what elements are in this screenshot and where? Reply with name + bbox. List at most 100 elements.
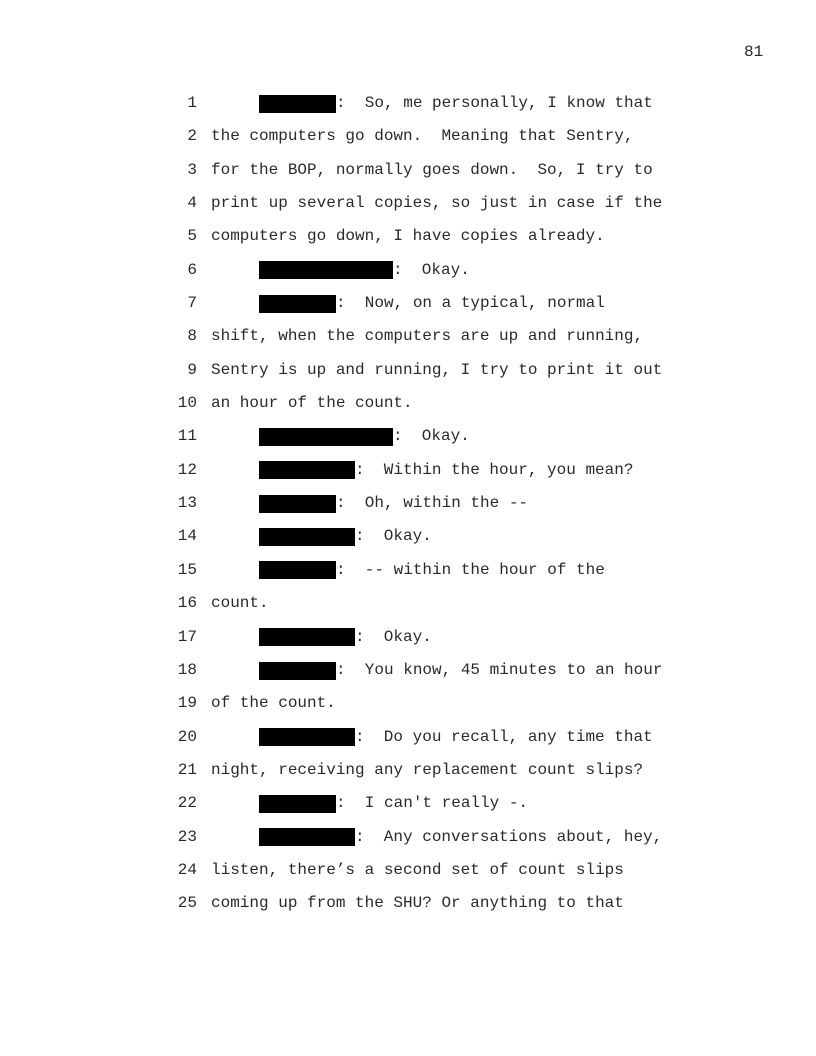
line-number: 4 xyxy=(187,194,197,213)
line-number: 9 xyxy=(187,360,197,379)
line-text: : Do you recall, any time that xyxy=(355,727,653,746)
speaker-line: : You know, 45 minutes to an hour xyxy=(259,654,662,687)
speaker-line: : Okay. xyxy=(259,621,432,654)
transcript-line: 5 computers go down, I have copies alread… xyxy=(0,220,816,253)
transcript-body: 1 : So, me personally, I know that 2 the co… xyxy=(0,87,816,921)
redacted-speaker-name xyxy=(259,461,355,480)
line-number: 6 xyxy=(187,260,197,279)
line-number: 12 xyxy=(177,460,197,479)
line-number: 14 xyxy=(177,527,197,546)
line-text: of the count. xyxy=(211,694,336,713)
transcript-line: 6 : Okay. xyxy=(0,254,816,287)
speaker-line: : Okay. xyxy=(259,520,432,553)
redacted-speaker-name xyxy=(259,561,336,580)
line-number: 24 xyxy=(177,860,197,879)
line-number: 15 xyxy=(177,560,197,579)
line-text: : Okay. xyxy=(355,527,432,546)
line-number: 13 xyxy=(177,494,197,513)
line-number: 11 xyxy=(177,427,197,446)
line-text: : -- within the hour of the xyxy=(336,560,605,579)
line-text: count. xyxy=(211,594,269,613)
line-number: 7 xyxy=(187,294,197,313)
redacted-speaker-name xyxy=(259,628,355,647)
line-number: 8 xyxy=(187,327,197,346)
redacted-speaker-name xyxy=(259,661,336,680)
speaker-line: : Do you recall, any time that xyxy=(259,721,653,754)
page-number: 81 xyxy=(744,43,764,61)
transcript-line: 15 : -- within the hour of the xyxy=(0,554,816,587)
line-text: : You know, 45 minutes to an hour xyxy=(336,660,663,679)
transcript-line: 16 count. xyxy=(0,587,816,620)
line-text: listen, there’s a second set of count sl… xyxy=(211,860,624,879)
line-number: 19 xyxy=(177,694,197,713)
line-text: an hour of the count. xyxy=(211,394,413,413)
transcript-line: 2 the computers go down. Meaning that Sen… xyxy=(0,120,816,153)
line-number: 21 xyxy=(177,760,197,779)
transcript-line: 23 : Any conversations about, hey, xyxy=(0,821,816,854)
line-text: Sentry is up and running, I try to print… xyxy=(211,360,663,379)
redacted-speaker-name xyxy=(259,494,336,513)
redacted-speaker-name xyxy=(259,794,336,813)
transcript-line: 9 Sentry is up and running, I try to prin… xyxy=(0,354,816,387)
line-text: night, receiving any replacement count s… xyxy=(211,760,644,779)
line-number: 25 xyxy=(177,894,197,913)
line-number: 20 xyxy=(177,727,197,746)
line-text: print up several copies, so just in case… xyxy=(211,194,663,213)
line-number: 22 xyxy=(177,794,197,813)
redacted-speaker-name xyxy=(259,428,393,447)
line-text: : So, me personally, I know that xyxy=(336,94,653,112)
redacted-speaker-name xyxy=(259,528,355,547)
line-text: for the BOP, normally goes down. So, I t… xyxy=(211,160,653,179)
speaker-line: : Any conversations about, hey, xyxy=(259,821,662,854)
line-text: coming up from the SHU? Or anything to t… xyxy=(211,894,624,913)
transcript-line: 24 listen, there’s a second set of count … xyxy=(0,854,816,887)
line-number: 2 xyxy=(187,127,197,146)
redacted-speaker-name xyxy=(259,294,336,313)
line-number: 18 xyxy=(177,660,197,679)
line-number: 5 xyxy=(187,227,197,246)
speaker-line: : I can't really -. xyxy=(259,787,528,820)
redacted-speaker-name xyxy=(259,94,336,113)
line-number: 10 xyxy=(177,394,197,413)
speaker-line: : Now, on a typical, normal xyxy=(259,287,605,320)
line-number: 16 xyxy=(177,594,197,613)
line-text: : Now, on a typical, normal xyxy=(336,294,605,313)
transcript-line: 10 an hour of the count. xyxy=(0,387,816,420)
line-text: computers go down, I have copies already… xyxy=(211,227,605,246)
speaker-line: : Okay. xyxy=(259,254,470,287)
line-text: : Any conversations about, hey, xyxy=(355,827,663,846)
transcript-line: 14 : Okay. xyxy=(0,520,816,553)
speaker-line: : Within the hour, you mean? xyxy=(259,454,633,487)
transcript-line: 11 : Okay. xyxy=(0,420,816,453)
line-number: 17 xyxy=(177,627,197,646)
transcript-line: 20 : Do you recall, any time that xyxy=(0,721,816,754)
redacted-speaker-name xyxy=(259,261,393,280)
redacted-speaker-name xyxy=(259,728,355,747)
transcript-line: 13 : Oh, within the -- xyxy=(0,487,816,520)
line-text: the computers go down. Meaning that Sent… xyxy=(211,127,634,146)
line-text: : Okay. xyxy=(393,427,470,446)
transcript-line: 12 : Within the hour, you mean? xyxy=(0,454,816,487)
transcript-line: 25 coming up from the SHU? Or anything to… xyxy=(0,887,816,920)
speaker-line: : Okay. xyxy=(259,420,470,453)
line-text: shift, when the computers are up and run… xyxy=(211,327,644,346)
transcript-line: 21 night, receiving any replacement count… xyxy=(0,754,816,787)
line-text: : Okay. xyxy=(355,627,432,646)
transcript-line: 3 for the BOP, normally goes down. So, I … xyxy=(0,154,816,187)
transcript-line: 7 : Now, on a typical, normal xyxy=(0,287,816,320)
transcript-line: 18 : You know, 45 minutes to an hour xyxy=(0,654,816,687)
line-text: : I can't really -. xyxy=(336,794,529,813)
line-number: 3 xyxy=(187,160,197,179)
speaker-line: : So, me personally, I know that xyxy=(259,87,653,120)
line-text: : Oh, within the -- xyxy=(336,494,529,513)
transcript-line: 17 : Okay. xyxy=(0,621,816,654)
transcript-line: 8 shift, when the computers are up and ru… xyxy=(0,320,816,353)
transcript-line: 19 of the count. xyxy=(0,687,816,720)
line-number: 1 xyxy=(187,94,197,112)
line-text: : Okay. xyxy=(393,260,470,279)
transcript-line: 1 : So, me personally, I know that xyxy=(0,87,816,120)
line-text: : Within the hour, you mean? xyxy=(355,460,634,479)
transcript-line: 4 print up several copies, so just in cas… xyxy=(0,187,816,220)
line-number: 23 xyxy=(177,827,197,846)
transcript-line: 22 : I can't really -. xyxy=(0,787,816,820)
